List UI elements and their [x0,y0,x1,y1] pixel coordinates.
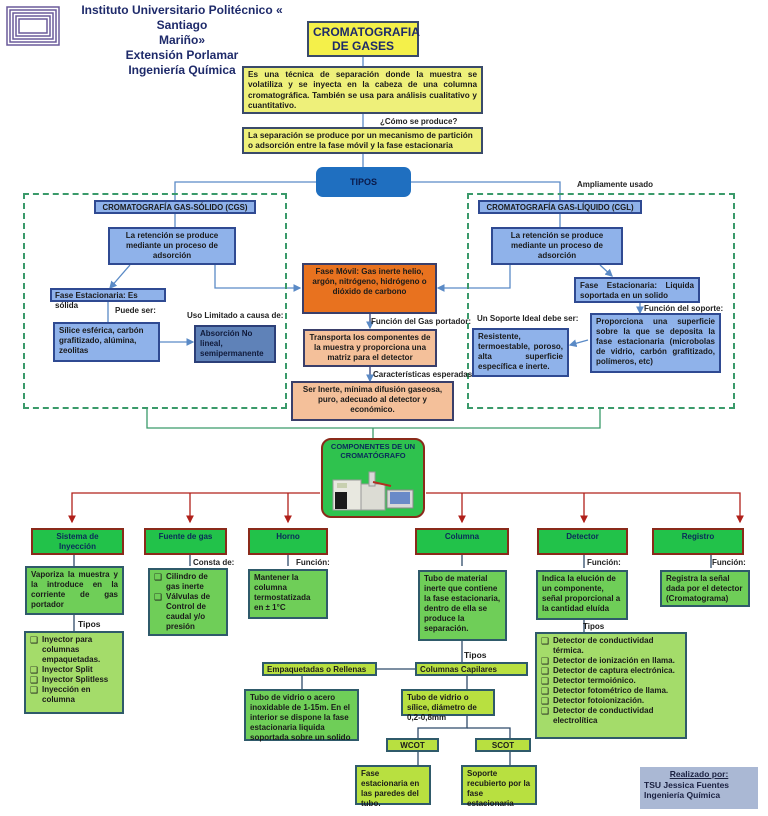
gas-source-title: Fuente de gas [144,528,227,555]
recorder-function-box: Registra la señal dada por el detector (… [660,570,750,607]
title-line1: CROMATOGRAFIA [313,25,420,39]
cgs-retention-box: La retención se produce mediante un proc… [108,227,236,265]
column-description: Tubo de material inerte que contiene la … [418,570,507,641]
cgs-title: CROMATOGRAFÍA GAS-SÓLIDO (CGS) [94,200,256,214]
oven-function-label: Función: [296,558,330,567]
oven-function-box: Mantener la columna termostatizada en ± … [248,569,328,619]
consists-of-label: Consta de: [193,558,235,567]
tipos-button[interactable]: TIPOS [316,167,411,197]
credits-label: Realizado por: [669,769,729,779]
cgl-group [467,193,735,409]
support-function-box: Proporciona una superficie sobre la que … [590,313,721,373]
institution-header: Instituto Universitario Politécnico « Sa… [62,3,302,78]
title-line2: DE GASES [331,39,394,54]
widely-used-label: Ampliamente usado [577,180,654,189]
scot-title: SCOT [475,738,531,752]
injection-type-item: Inyector Splitless [30,675,118,686]
gas-source-item: Válvulas de Control de caudal y/o presió… [154,592,222,632]
detector-function-label: Función: [587,558,621,567]
packed-columns-description: Tubo de vidrio o acero inoxidable de 1-1… [244,689,359,742]
detector-type-item: Detector de conductividad térmica. [541,636,681,656]
detector-types-box: Detector de conductividad térmica. Detec… [535,632,687,739]
components-node: COMPONENTES DE UN CROMATÓGRAFO [321,438,425,518]
injection-system-title: Sistema de Inyección [31,528,124,555]
chromatograph-instrument-icon [332,471,414,511]
definition-box: Es una técnica de separación donde la mu… [242,66,483,114]
cgs-materials-box: Sílice esférica, carbón grafitizado, alú… [53,322,160,362]
injection-type-item: Inyector Split [30,665,118,676]
injection-types-label: Tipos [78,619,101,629]
cgs-limitation-box: Absorción No lineal, semipermanente [194,325,276,363]
support-function-label: Función del soporte: [644,304,724,313]
detector-type-item: Detector fotométrico de llama. [541,686,681,697]
injection-description: Vaporiza la muestra y la introduce en la… [25,566,124,615]
cgl-retention-box: La retención se produce mediante un proc… [491,227,623,265]
carrier-function-label: Función del Gas portador: [371,317,472,326]
expected-characteristics-label: Características esperadas: [373,370,475,379]
ideal-support-label: Un Soporte Ideal debe ser: [477,314,579,323]
components-title: COMPONENTES DE UN CROMATÓGRAFO [330,442,416,460]
gas-source-items-box: Cilindro de gas inerte Válvulas de Contr… [148,568,228,636]
logo-icon [6,6,60,46]
wcot-description: Fase estacionaria en las paredes del tub… [355,765,431,808]
mobile-phase-box: Fase Móvil: Gas inerte helio, argón, nit… [302,263,437,314]
expected-characteristics-box: Ser Inerte, mínima difusión gaseosa, pur… [291,381,454,421]
injection-types-box: Inyector para columnas empaquetadas. Iny… [24,631,124,714]
career-name: Ingeniería Química [128,63,236,77]
institution-name-line2: Mariño» [158,33,205,47]
credits-career: Ingeniería Química [644,790,721,801]
wcot-title: WCOT [386,738,439,752]
scot-description: Soporte recubierto por la fase estaciona… [461,765,537,808]
credits-box: Realizado por: TSU Jessica Fuentes Ingen… [640,767,758,809]
capillary-columns-title: Columnas Capilares [415,662,528,676]
mechanism-box: La separación se produce por un mecanism… [242,127,483,154]
ideal-support-box: Resistente, termoestable, poroso, alta s… [472,328,569,377]
extension-name: Extensión Porlamar [125,48,239,62]
credits-author: TSU Jessica Fuentes [644,779,730,790]
detector-type-item: Detector de captura electrónica. [541,666,681,677]
recorder-title: Registro [652,528,744,555]
can-be-label: Puede ser: [115,306,156,315]
column-title: Columna [415,528,509,555]
carrier-function-box: Transporta los componentes de la muestra… [303,329,437,367]
recorder-function-label: Función: [712,558,746,567]
cgs-stationary-phase: Fase Estacionaria: Es sólida [50,288,166,310]
detector-type-item: Detector de ionización en llama. [541,656,681,667]
main-title: CROMATOGRAFIA DE GASES [307,21,420,57]
question-label: ¿Cómo se produce? [380,117,458,126]
cgl-stationary-phase: Fase Estacionaria: Liquida soportada en … [574,277,700,303]
detector-type-item: Detector de conductividad electrolítica [541,706,681,726]
injection-type-item: Inyección en columna [30,685,118,705]
cgl-title: CROMATOGRAFÍA GAS-LÍQUIDO (CGL) [478,200,642,214]
cgs-group [23,193,287,409]
detector-title: Detector [537,528,628,555]
packed-columns-title: Empaquetadas o Rellenas [262,662,377,676]
institution-logo [6,6,60,46]
column-types-label: Tipos [464,650,487,660]
institution-name-line1: Instituto Universitario Politécnico « Sa… [81,3,283,32]
injection-type-item: Inyector para columnas empaquetadas. [30,635,118,665]
detector-type-item: Detector fotoionización. [541,696,681,707]
capillary-columns-description: Tubo de vidrio o sílice, diámetro de 0,2… [401,689,495,722]
limited-use-label: Uso Limitado a causa de: [187,311,284,320]
gas-source-item: Cilindro de gas inerte [154,572,222,592]
detector-function-box: Indica la elución de un componente, seña… [536,570,628,620]
detector-type-item: Detector termoiónico. [541,676,681,687]
detector-types-label: Tipos [583,622,605,631]
oven-title: Horno [248,528,328,555]
